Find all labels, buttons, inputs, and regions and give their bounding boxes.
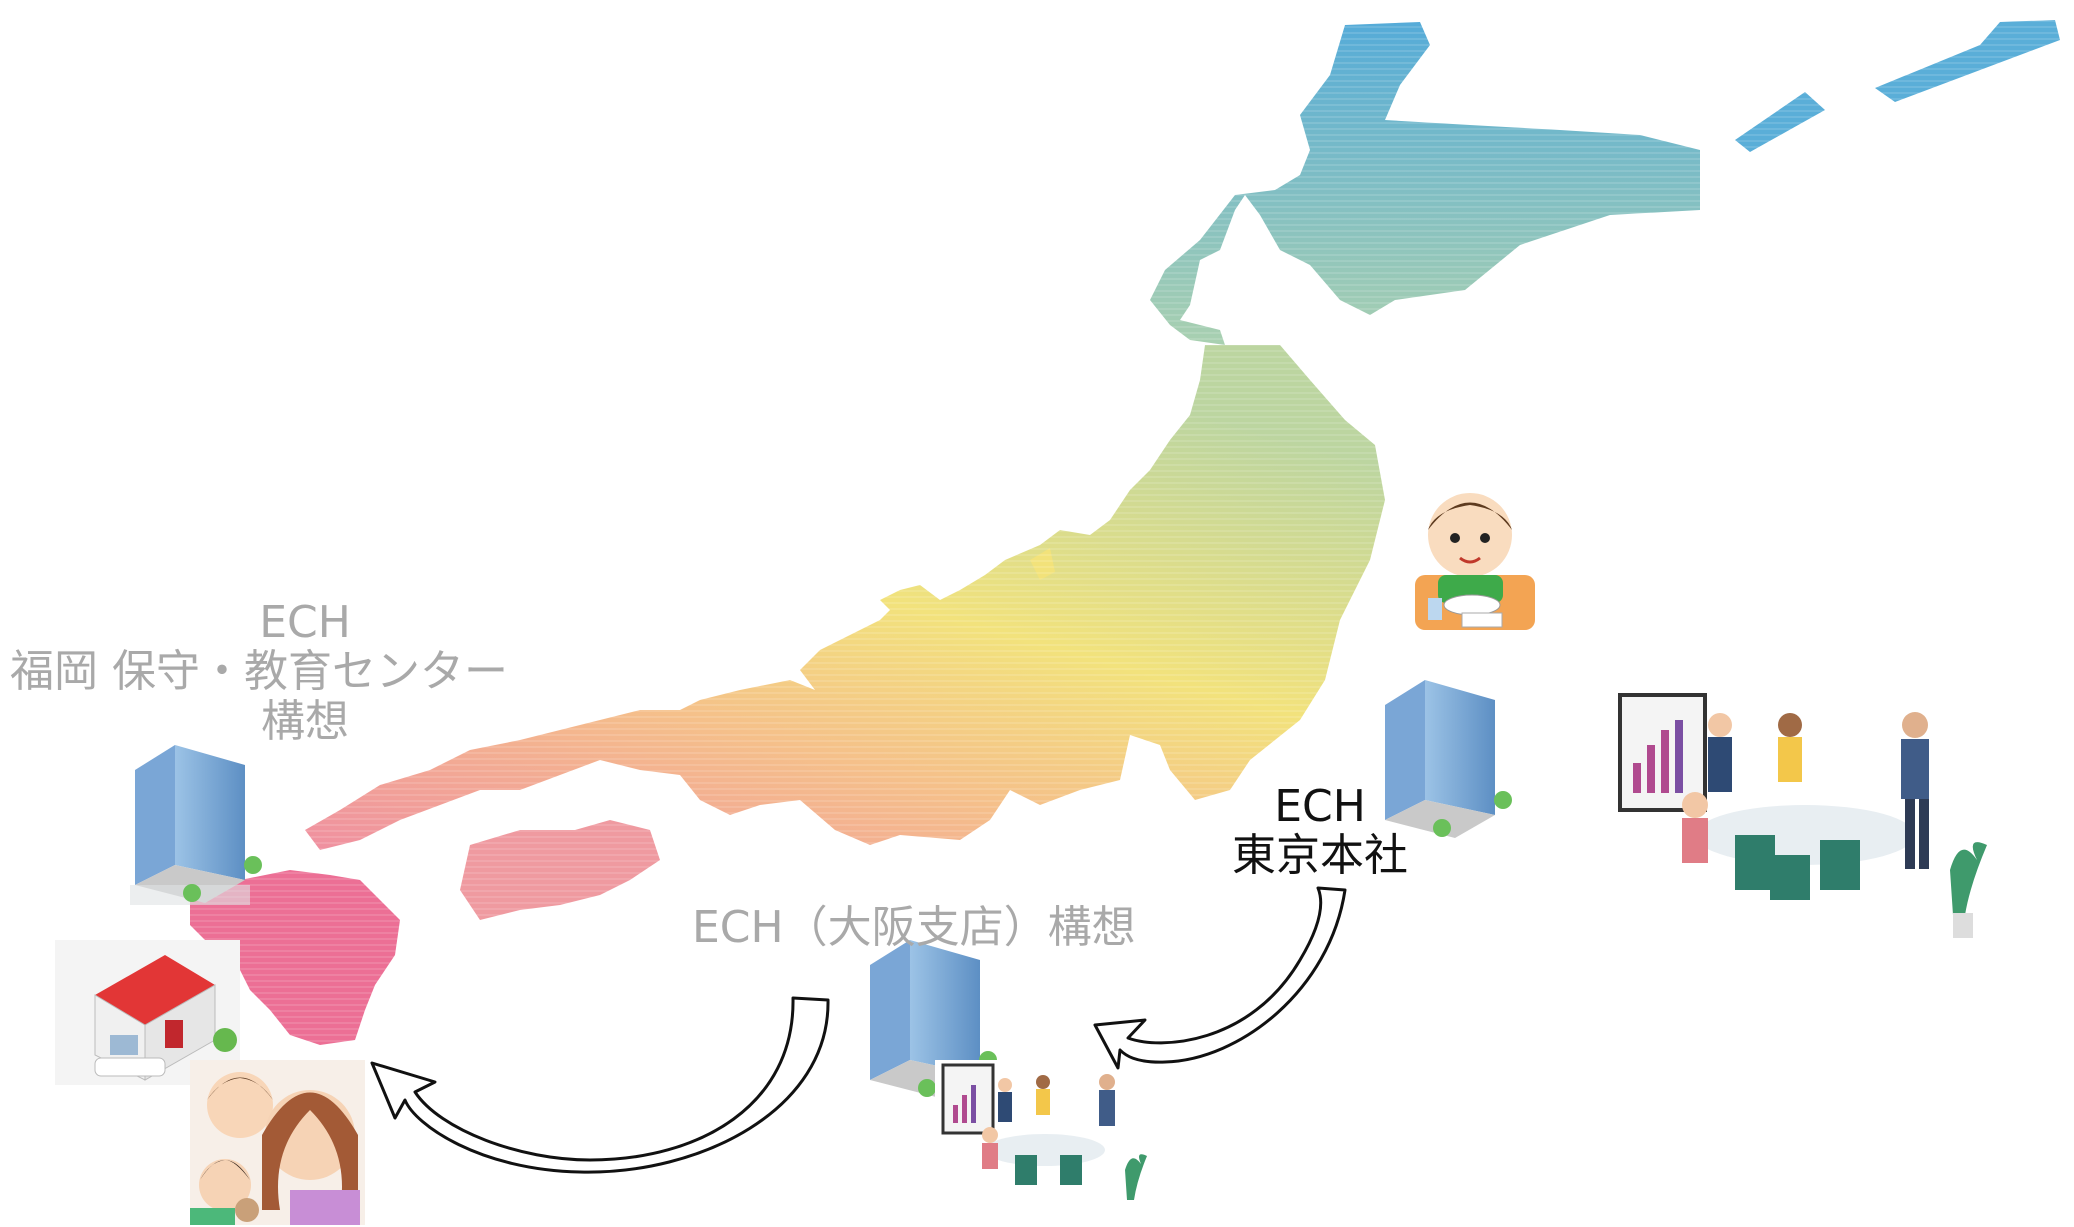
curved-arrow-icon [1093,886,1347,1070]
curved-arrow-icon [370,996,830,1174]
fukuoka-label-line3: 構想 [261,695,349,747]
meeting-team-icon [1605,685,1995,945]
tokyo-label-line1: ECH [1274,781,1366,832]
fukuoka-label: ECH 福岡 保守・教育センター 構想 [10,598,610,746]
office-building-icon [870,940,997,1098]
meeting-team-icon [935,1060,1150,1210]
child-eating-icon [1415,493,1535,630]
fukuoka-label-line1: ECH [259,597,351,648]
office-building-icon [130,745,262,905]
tokyo-label: ECH 東京本社 [1215,782,1425,881]
osaka-label: ECH（大阪支店）構想 [692,902,1136,953]
office-building-icon [1385,680,1512,838]
tokyo-label-line2: 東京本社 [1232,830,1408,882]
fukuoka-label-line2: 福岡 保守・教育センター [10,646,508,698]
family-icon [190,1060,365,1225]
